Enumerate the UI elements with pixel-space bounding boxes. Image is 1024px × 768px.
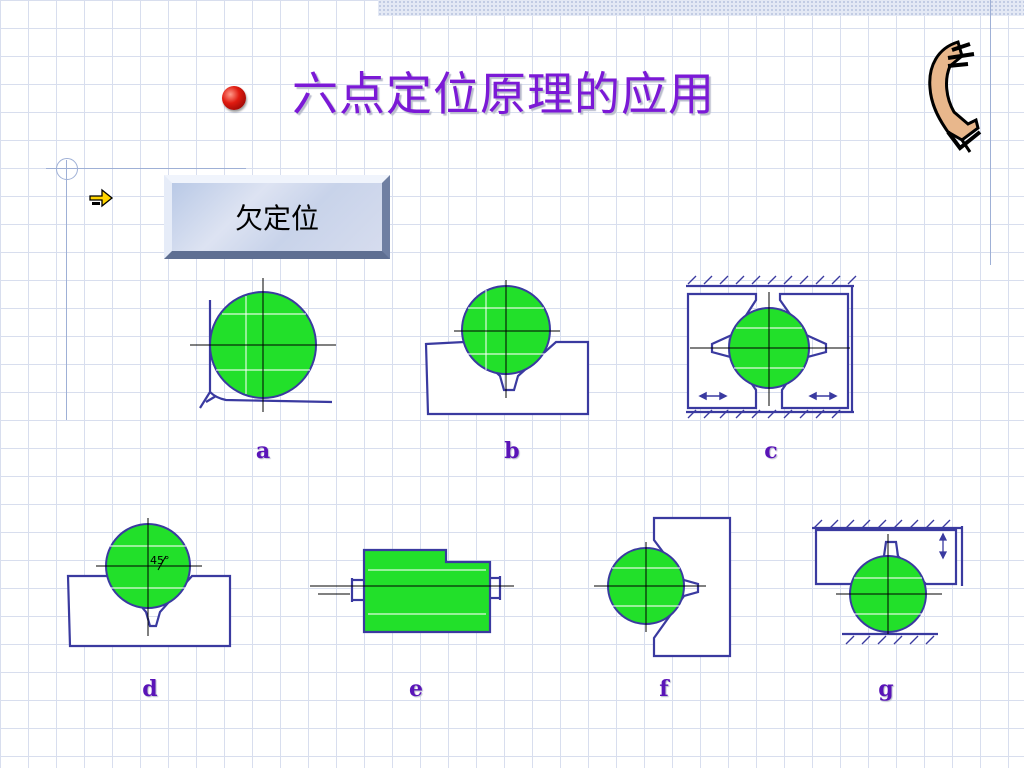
header-divider-line <box>46 168 246 169</box>
top-decoration-band <box>378 0 1024 16</box>
left-rule-line <box>66 160 67 420</box>
divider-circle-ornament <box>56 158 78 180</box>
diagram-c <box>686 275 857 419</box>
diagram-g <box>812 519 964 645</box>
figure-label-c: c <box>764 438 778 464</box>
figure-label-f: f <box>659 676 669 702</box>
figure-label-b: b <box>504 438 520 464</box>
diagram-d: 45° <box>66 518 232 648</box>
under-positioning-button[interactable]: 欠定位 <box>164 175 390 259</box>
figure-label-g: g <box>878 676 894 702</box>
diagram-a <box>190 278 336 412</box>
page-title: 六点定位原理的应用 <box>292 67 715 121</box>
figure-label-a: a <box>255 438 271 464</box>
button-label: 欠定位 <box>234 202 319 235</box>
figure-label-e: e <box>409 676 423 702</box>
figure-label-d: d <box>142 676 158 702</box>
diagram-e <box>310 548 514 634</box>
right-rule-line <box>990 0 991 265</box>
arrow-bullet-icon <box>89 188 114 208</box>
diagram-b <box>424 280 590 416</box>
diagram-f <box>594 516 732 658</box>
hand-logo-icon <box>928 40 982 153</box>
red-ball-bullet-icon <box>222 86 246 110</box>
angle-mark: 45° <box>150 554 170 567</box>
